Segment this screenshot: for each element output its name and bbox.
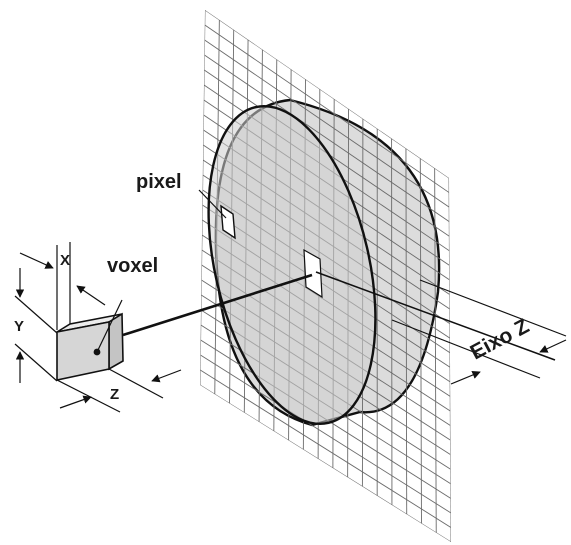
grid-line: [204, 39, 450, 208]
y-guide-top: [14, 295, 58, 334]
grid-line: [434, 168, 437, 533]
disk-front-face: [207, 105, 377, 425]
grid-line: [200, 369, 451, 528]
grid-line: [204, 54, 450, 223]
x-arrow-right: [76, 285, 106, 306]
z-axis-label: Eixo Z: [467, 314, 534, 364]
pixel-label: pixel: [136, 171, 182, 193]
voxel-cube: [56, 312, 124, 381]
z-arrow-left: [59, 395, 92, 409]
x-arrow-left: [19, 252, 54, 269]
grid-line: [200, 354, 451, 514]
grid-line: [419, 158, 422, 524]
axis-arrow-top: [539, 339, 567, 353]
pixel-cell: [220, 204, 236, 240]
y-guide-bottom: [14, 343, 58, 382]
z-guide-right: [108, 368, 164, 399]
z-dimension-label: Z: [110, 386, 119, 403]
grid-line: [405, 148, 408, 515]
grid-line: [200, 10, 206, 386]
axis-arrow-bottom: [450, 371, 481, 385]
grid-line: [448, 177, 451, 542]
grid-line: [204, 24, 450, 193]
voxel-leader: [97, 299, 123, 351]
axis-guide-bottom: [391, 319, 541, 379]
z-arrow-right: [151, 369, 182, 383]
x-dimension-label: X: [60, 252, 70, 269]
y-dimension-label: Y: [14, 318, 24, 335]
grid-line: [200, 384, 451, 542]
pixel-leader: [198, 189, 227, 219]
z-axis-line: [315, 271, 556, 361]
projection-ray: [122, 273, 313, 337]
centre-cell: [303, 248, 323, 299]
voxel-label: voxel: [107, 255, 158, 277]
voxel-point: [93, 348, 101, 356]
cube-front-face: [56, 321, 110, 381]
axis-guide-top: [419, 279, 567, 337]
